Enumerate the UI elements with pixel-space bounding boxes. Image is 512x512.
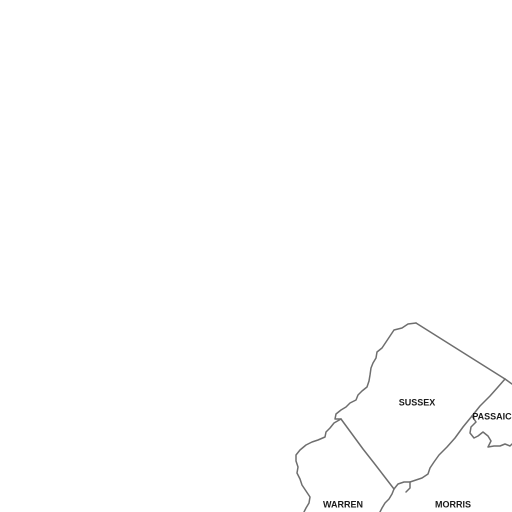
sussex-passaic-boundary xyxy=(409,378,506,483)
passaic-south-boundary xyxy=(469,415,512,448)
morris-north-boundary xyxy=(393,481,411,493)
sussex-warren-boundary xyxy=(340,418,395,490)
sussex-west-boundary xyxy=(334,322,417,420)
warren-west-boundary xyxy=(295,418,342,512)
county-label-passaic: PASSAIC xyxy=(472,411,512,421)
warren-morris-boundary xyxy=(379,488,395,512)
sussex-northeast-boundary xyxy=(415,322,506,380)
county-label-morris: MORRIS xyxy=(435,499,471,509)
passaic-northeast-boundary xyxy=(504,378,512,385)
county-label-warren: WARREN xyxy=(323,499,363,509)
county-label-sussex: SUSSEX xyxy=(399,397,436,407)
